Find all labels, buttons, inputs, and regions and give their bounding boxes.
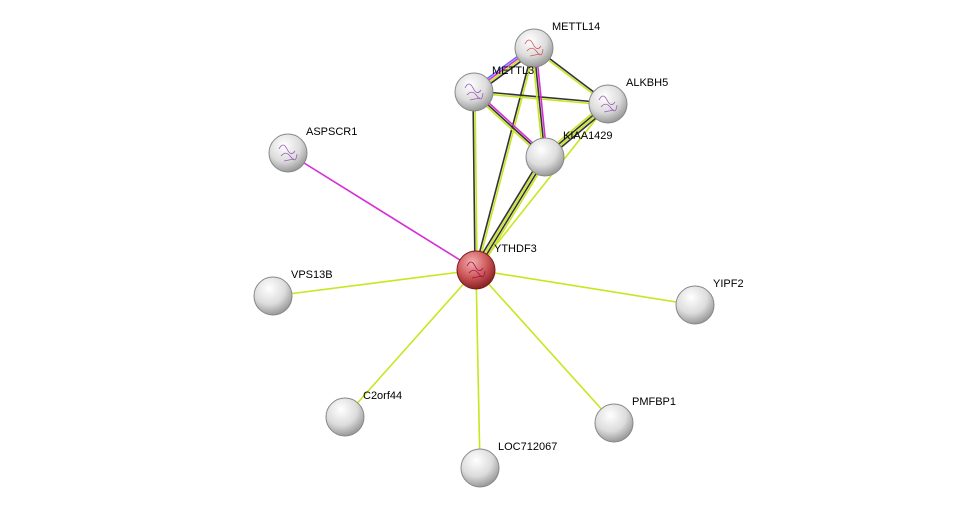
edge-YTHDF3-YIPF2[interactable] [475, 269, 696, 306]
edge-YTHDF3-PMFBP1[interactable] [475, 269, 615, 424]
edge-YTHDF3-METTL14[interactable] [474, 47, 534, 270]
edge-YTHDF3-KIAA1429[interactable] [474, 156, 545, 270]
node-KIAA1429[interactable]: KIAA1429 [525, 130, 613, 177]
node-sphere[interactable] [675, 285, 715, 325]
node-sphere[interactable] [460, 448, 500, 488]
node-label: VPS13B [291, 269, 333, 281]
node-C2orf44[interactable]: C2orf44 [325, 390, 402, 437]
node-label: YIPF2 [713, 278, 744, 290]
node-sphere[interactable] [594, 403, 634, 443]
node-sphere[interactable] [253, 276, 293, 316]
node-label: METTL3 [492, 65, 534, 77]
edge-YTHDF3-METTL3[interactable] [474, 91, 478, 270]
edge-YTHDF3-LOC712067[interactable] [475, 269, 481, 469]
node-LOC712067[interactable]: LOC712067 [460, 441, 557, 488]
node-sphere[interactable] [456, 250, 496, 290]
edge-YTHDF3-C2orf44[interactable] [344, 269, 477, 418]
node-sphere[interactable] [454, 72, 494, 112]
edge-YTHDF3-VPS13B[interactable] [272, 269, 477, 297]
node-label: ALKBH5 [626, 77, 668, 89]
node-sphere[interactable] [525, 137, 565, 177]
edge-YTHDF3-ALKBH5[interactable] [475, 103, 609, 271]
node-sphere[interactable] [325, 397, 365, 437]
node-YTHDF3[interactable]: YTHDF3 [456, 243, 537, 290]
edge-YTHDF3-KIAA1429[interactable] [472, 155, 544, 269]
node-sphere[interactable] [514, 28, 554, 68]
node-label: YTHDF3 [494, 243, 537, 255]
node-label: LOC712067 [498, 441, 557, 453]
node-label: METTL14 [552, 21, 600, 33]
node-ALKBH5[interactable]: ALKBH5 [588, 77, 668, 124]
protein-structure-icon [464, 83, 484, 101]
protein-structure-icon [278, 144, 298, 162]
node-METTL14[interactable]: METTL14 [514, 21, 600, 68]
protein-structure-icon [598, 95, 618, 113]
edge-YTHDF3-METTL3[interactable] [472, 92, 476, 271]
node-YIPF2[interactable]: YIPF2 [675, 278, 744, 325]
node-sphere[interactable] [588, 84, 628, 124]
edge-YTHDF3-KIAA1429[interactable] [476, 157, 547, 271]
node-METTL3[interactable]: METTL3 [454, 65, 534, 112]
node-sphere[interactable] [268, 133, 308, 173]
node-label: KIAA1429 [563, 130, 613, 142]
node-VPS13B[interactable]: VPS13B [253, 269, 333, 316]
node-label: ASPSCR1 [306, 126, 357, 138]
node-label: C2orf44 [363, 390, 402, 402]
edge-YTHDF3-ASPSCR1[interactable] [287, 152, 477, 271]
edge-YTHDF3-METTL14[interactable] [476, 48, 536, 271]
protein-structure-icon [466, 261, 486, 279]
node-ASPSCR1[interactable]: ASPSCR1 [268, 126, 357, 173]
protein-structure-icon [524, 39, 544, 57]
node-PMFBP1[interactable]: PMFBP1 [594, 396, 676, 443]
node-label: PMFBP1 [632, 396, 676, 408]
